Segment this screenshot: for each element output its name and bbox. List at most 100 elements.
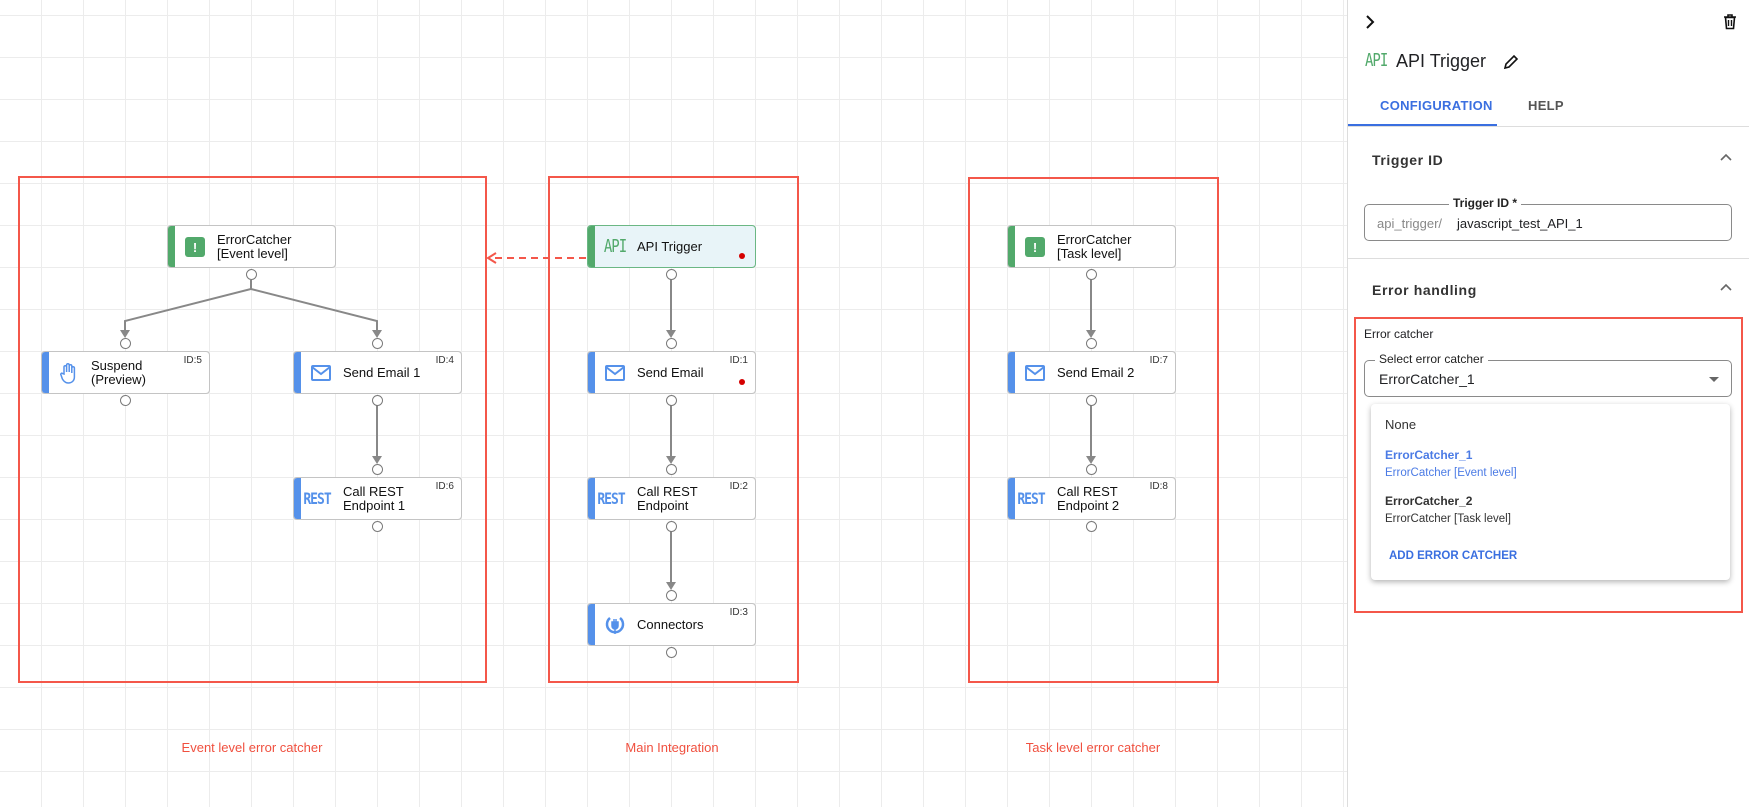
node-type-bar bbox=[588, 604, 595, 645]
trigger-id-label: Trigger ID * bbox=[1449, 196, 1522, 210]
node-label: ErrorCatcher [Event level] bbox=[217, 231, 292, 261]
node-send-email[interactable]: Send Email ID:1 bbox=[587, 351, 756, 394]
option-none[interactable]: None bbox=[1385, 417, 1417, 432]
edge-catcher-to-suspend bbox=[124, 280, 252, 336]
trigger-id-heading[interactable]: Trigger ID bbox=[1372, 152, 1444, 168]
trigger-id-field[interactable]: Trigger ID * api_trigger/ javascript_tes… bbox=[1364, 196, 1732, 241]
tab-configuration[interactable]: CONFIGURATION bbox=[1380, 98, 1493, 113]
option-desc: ErrorCatcher [Task level] bbox=[1385, 513, 1511, 525]
dropdown-arrow-icon[interactable] bbox=[1708, 376, 1720, 383]
node-errorcatcher-task-level[interactable]: !ErrorCatcher [Task level] bbox=[1007, 225, 1176, 268]
chevron-up-icon[interactable] bbox=[1720, 282, 1732, 294]
input-port[interactable] bbox=[665, 590, 677, 601]
node-type-bar bbox=[294, 478, 301, 519]
select-error-catcher-dropdown[interactable]: Select error catcher ErrorCatcher_1 bbox=[1364, 352, 1732, 397]
main-integration-group-box bbox=[548, 176, 799, 683]
output-port[interactable] bbox=[371, 395, 383, 406]
rest-icon: REST bbox=[1017, 486, 1045, 512]
node-label: ErrorCatcher [Task level] bbox=[1057, 231, 1132, 261]
node-type-bar bbox=[168, 226, 175, 267]
option-errorcatcher-1[interactable]: ErrorCatcher_1 ErrorCatcher [Event level… bbox=[1385, 448, 1715, 479]
add-error-catcher-button[interactable]: ADD ERROR CATCHER bbox=[1389, 550, 1518, 562]
email-icon bbox=[1022, 360, 1048, 386]
node-suspend-preview[interactable]: Suspend (Preview)ID:5 bbox=[41, 351, 210, 394]
edge-arrowhead bbox=[120, 330, 130, 338]
edges-layer bbox=[120, 252, 1096, 590]
node-type-bar bbox=[42, 352, 49, 393]
option-name: ErrorCatcher_2 bbox=[1385, 494, 1473, 508]
output-port[interactable] bbox=[245, 269, 257, 280]
output-port[interactable] bbox=[665, 647, 677, 658]
node-type-bar bbox=[588, 226, 595, 267]
hand-icon bbox=[56, 360, 82, 386]
input-port[interactable] bbox=[665, 464, 677, 475]
panel-title: API Trigger bbox=[1396, 51, 1487, 71]
group-label-task-level: Task level error catcher bbox=[1025, 740, 1161, 755]
error-handling-heading[interactable]: Error handling bbox=[1372, 282, 1477, 298]
output-port[interactable] bbox=[1085, 521, 1097, 532]
api-icon-text: API bbox=[603, 237, 627, 257]
node-type-bar bbox=[1008, 352, 1015, 393]
tab-help[interactable]: HELP bbox=[1528, 98, 1564, 113]
edge-arrowhead bbox=[1086, 456, 1096, 464]
selected-value: ErrorCatcher_1 bbox=[1379, 371, 1475, 387]
output-port[interactable] bbox=[119, 395, 131, 406]
edge-arrowhead bbox=[666, 330, 676, 338]
output-port[interactable] bbox=[1085, 395, 1097, 406]
select-error-catcher-label: Select error catcher bbox=[1375, 352, 1488, 366]
divider bbox=[1348, 258, 1749, 259]
input-port[interactable] bbox=[371, 464, 383, 475]
delete-trash-icon[interactable] bbox=[1723, 14, 1737, 30]
output-port[interactable] bbox=[1085, 269, 1097, 280]
chevron-up-icon[interactable] bbox=[1720, 152, 1732, 164]
node-call-rest-endpoint-1[interactable]: REST Call REST Endpoint 1 ID:6 bbox=[293, 477, 462, 520]
node-id: ID:1 bbox=[729, 355, 748, 366]
email-icon bbox=[308, 360, 334, 386]
collapse-panel-chevron-icon[interactable] bbox=[1364, 14, 1378, 30]
rest-icon: REST bbox=[303, 486, 331, 512]
node-errorcatcher-event-level[interactable]: ! ErrorCatcher [Event level] bbox=[167, 225, 336, 268]
connectors-icon bbox=[602, 612, 628, 638]
error-catcher-annotation-box bbox=[1354, 317, 1743, 613]
edge-arrowhead bbox=[1086, 330, 1096, 338]
api-icon: API bbox=[602, 234, 628, 260]
node-id: ID:7 bbox=[1149, 355, 1168, 366]
output-port[interactable] bbox=[371, 521, 383, 532]
edit-pencil-icon[interactable] bbox=[1503, 54, 1519, 70]
node-label: Call REST Endpoint bbox=[637, 483, 698, 513]
rest-icon-text: REST bbox=[303, 489, 331, 509]
error-indicator-dot bbox=[739, 253, 745, 259]
email-icon bbox=[602, 360, 628, 386]
node-label: Call REST Endpoint 1 bbox=[343, 483, 406, 513]
trigger-id-value[interactable]: javascript_test_API_1 bbox=[1457, 216, 1583, 231]
input-port[interactable] bbox=[119, 338, 131, 349]
edge-arrowhead bbox=[372, 456, 382, 464]
node-type-bar bbox=[588, 478, 595, 519]
event-level-group-box bbox=[18, 176, 487, 683]
input-port[interactable] bbox=[1085, 464, 1097, 475]
output-port[interactable] bbox=[665, 395, 677, 406]
integration-canvas[interactable]: Event level error catcher Main Integrati… bbox=[0, 0, 1347, 807]
output-port[interactable] bbox=[665, 521, 677, 532]
input-port[interactable] bbox=[1085, 338, 1097, 349]
error-catcher-subheading: Error catcher bbox=[1364, 327, 1434, 341]
input-port[interactable] bbox=[371, 338, 383, 349]
group-label-main: Main Integration bbox=[625, 740, 719, 755]
rest-icon-text: REST bbox=[1017, 489, 1045, 509]
node-id: ID:6 bbox=[435, 481, 454, 492]
node-id: ID:4 bbox=[435, 355, 454, 366]
node-label: Send Email bbox=[637, 364, 704, 380]
output-port[interactable] bbox=[665, 269, 677, 280]
input-port[interactable] bbox=[665, 338, 677, 349]
edge-arrowhead bbox=[666, 456, 676, 464]
option-errorcatcher-2[interactable]: ErrorCatcher_2 ErrorCatcher [Task level] bbox=[1385, 494, 1715, 525]
option-name: ErrorCatcher_1 bbox=[1385, 448, 1473, 462]
node-type-bar bbox=[1008, 478, 1015, 519]
error-catcher-icon: ! bbox=[182, 234, 208, 260]
